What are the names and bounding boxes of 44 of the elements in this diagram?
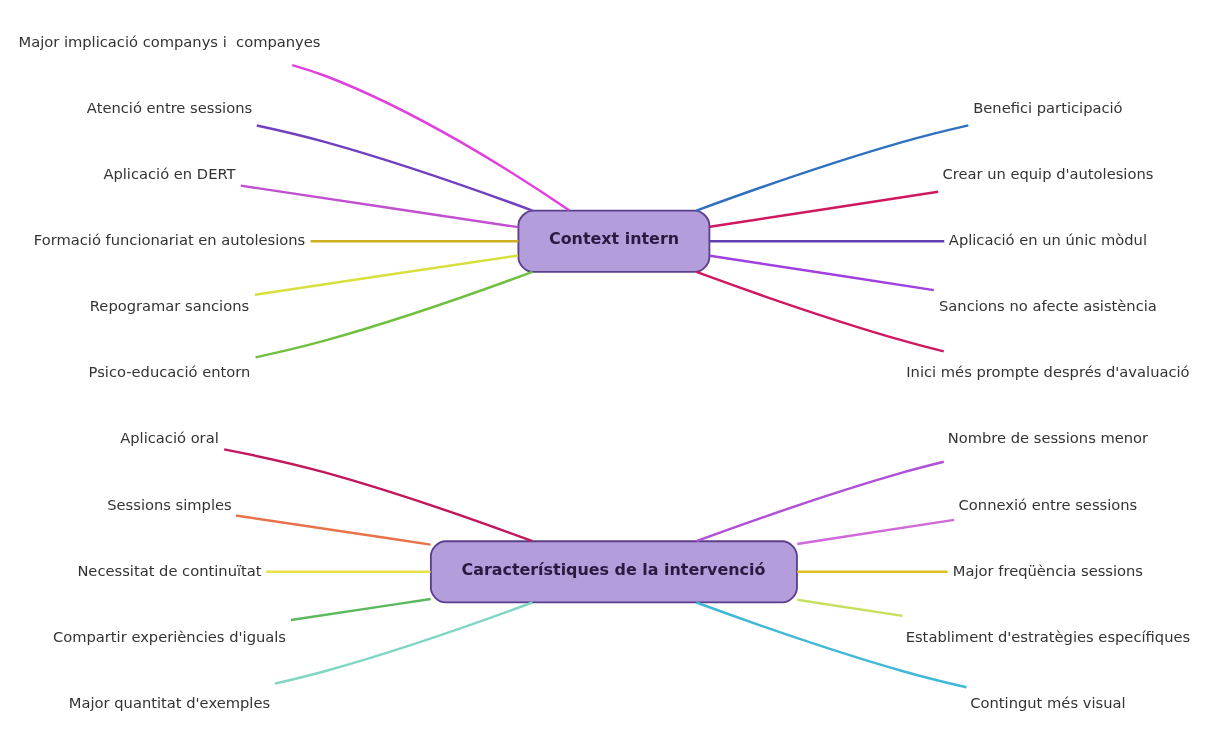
node-text: Psico-educació entorn: [88, 363, 251, 381]
connector: [266, 570, 431, 574]
connector: [797, 598, 903, 618]
node-text: Necessitat de continuïtat: [77, 561, 262, 579]
connector: [709, 190, 939, 228]
node-text: Formació funcionariat en autolesions: [33, 231, 306, 249]
connector: [240, 184, 519, 229]
node-text: Contingut més visual: [970, 693, 1126, 711]
connector: [274, 601, 533, 685]
connector: [255, 270, 533, 359]
node-text: Sessions simples: [107, 495, 232, 513]
connector: [310, 240, 519, 243]
node-text: Major implicació companys i companyes: [18, 32, 321, 50]
node-text: Compartir experiències d'iguals: [52, 627, 287, 645]
connector: [223, 448, 533, 543]
node-box: Característiques de la intervenció: [429, 540, 798, 604]
connector: [797, 518, 955, 546]
node-text: Inici més prompte després d'avaluació: [906, 363, 1190, 381]
node-text: Repogramar sancions: [89, 297, 250, 315]
node-box: Context intern: [517, 209, 711, 273]
node-text: Benefici participació: [973, 98, 1123, 116]
node-text: Sancions no afecte asistència: [939, 297, 1157, 315]
connector: [256, 124, 533, 212]
connector: [235, 514, 431, 546]
connector: [695, 270, 945, 353]
node-text: Atenció entre sessions: [86, 98, 253, 116]
connector: [709, 254, 935, 292]
connector: [797, 570, 948, 574]
node-text: Connexió entre sessions: [958, 495, 1138, 513]
node-text: Aplicació en DERT: [103, 164, 236, 182]
node-text: Major quantitat d'exemples: [68, 693, 271, 711]
connector: [254, 254, 519, 296]
node-text: Nombre de sessions menor: [947, 429, 1149, 447]
connector: [695, 124, 969, 212]
node-text: Aplicació en un únic mòdul: [948, 231, 1148, 249]
node-text: Aplicació oral: [120, 429, 219, 447]
connector: [291, 63, 570, 212]
connector: [695, 601, 967, 689]
node-text: Major freqüència sessions: [952, 561, 1144, 579]
connector: [695, 460, 945, 543]
node-text: Establiment d'estratègies específiques: [905, 627, 1191, 645]
connector: [290, 597, 431, 622]
connector: [709, 240, 945, 243]
node-text: Crear un equip d'autolesions: [942, 164, 1154, 182]
